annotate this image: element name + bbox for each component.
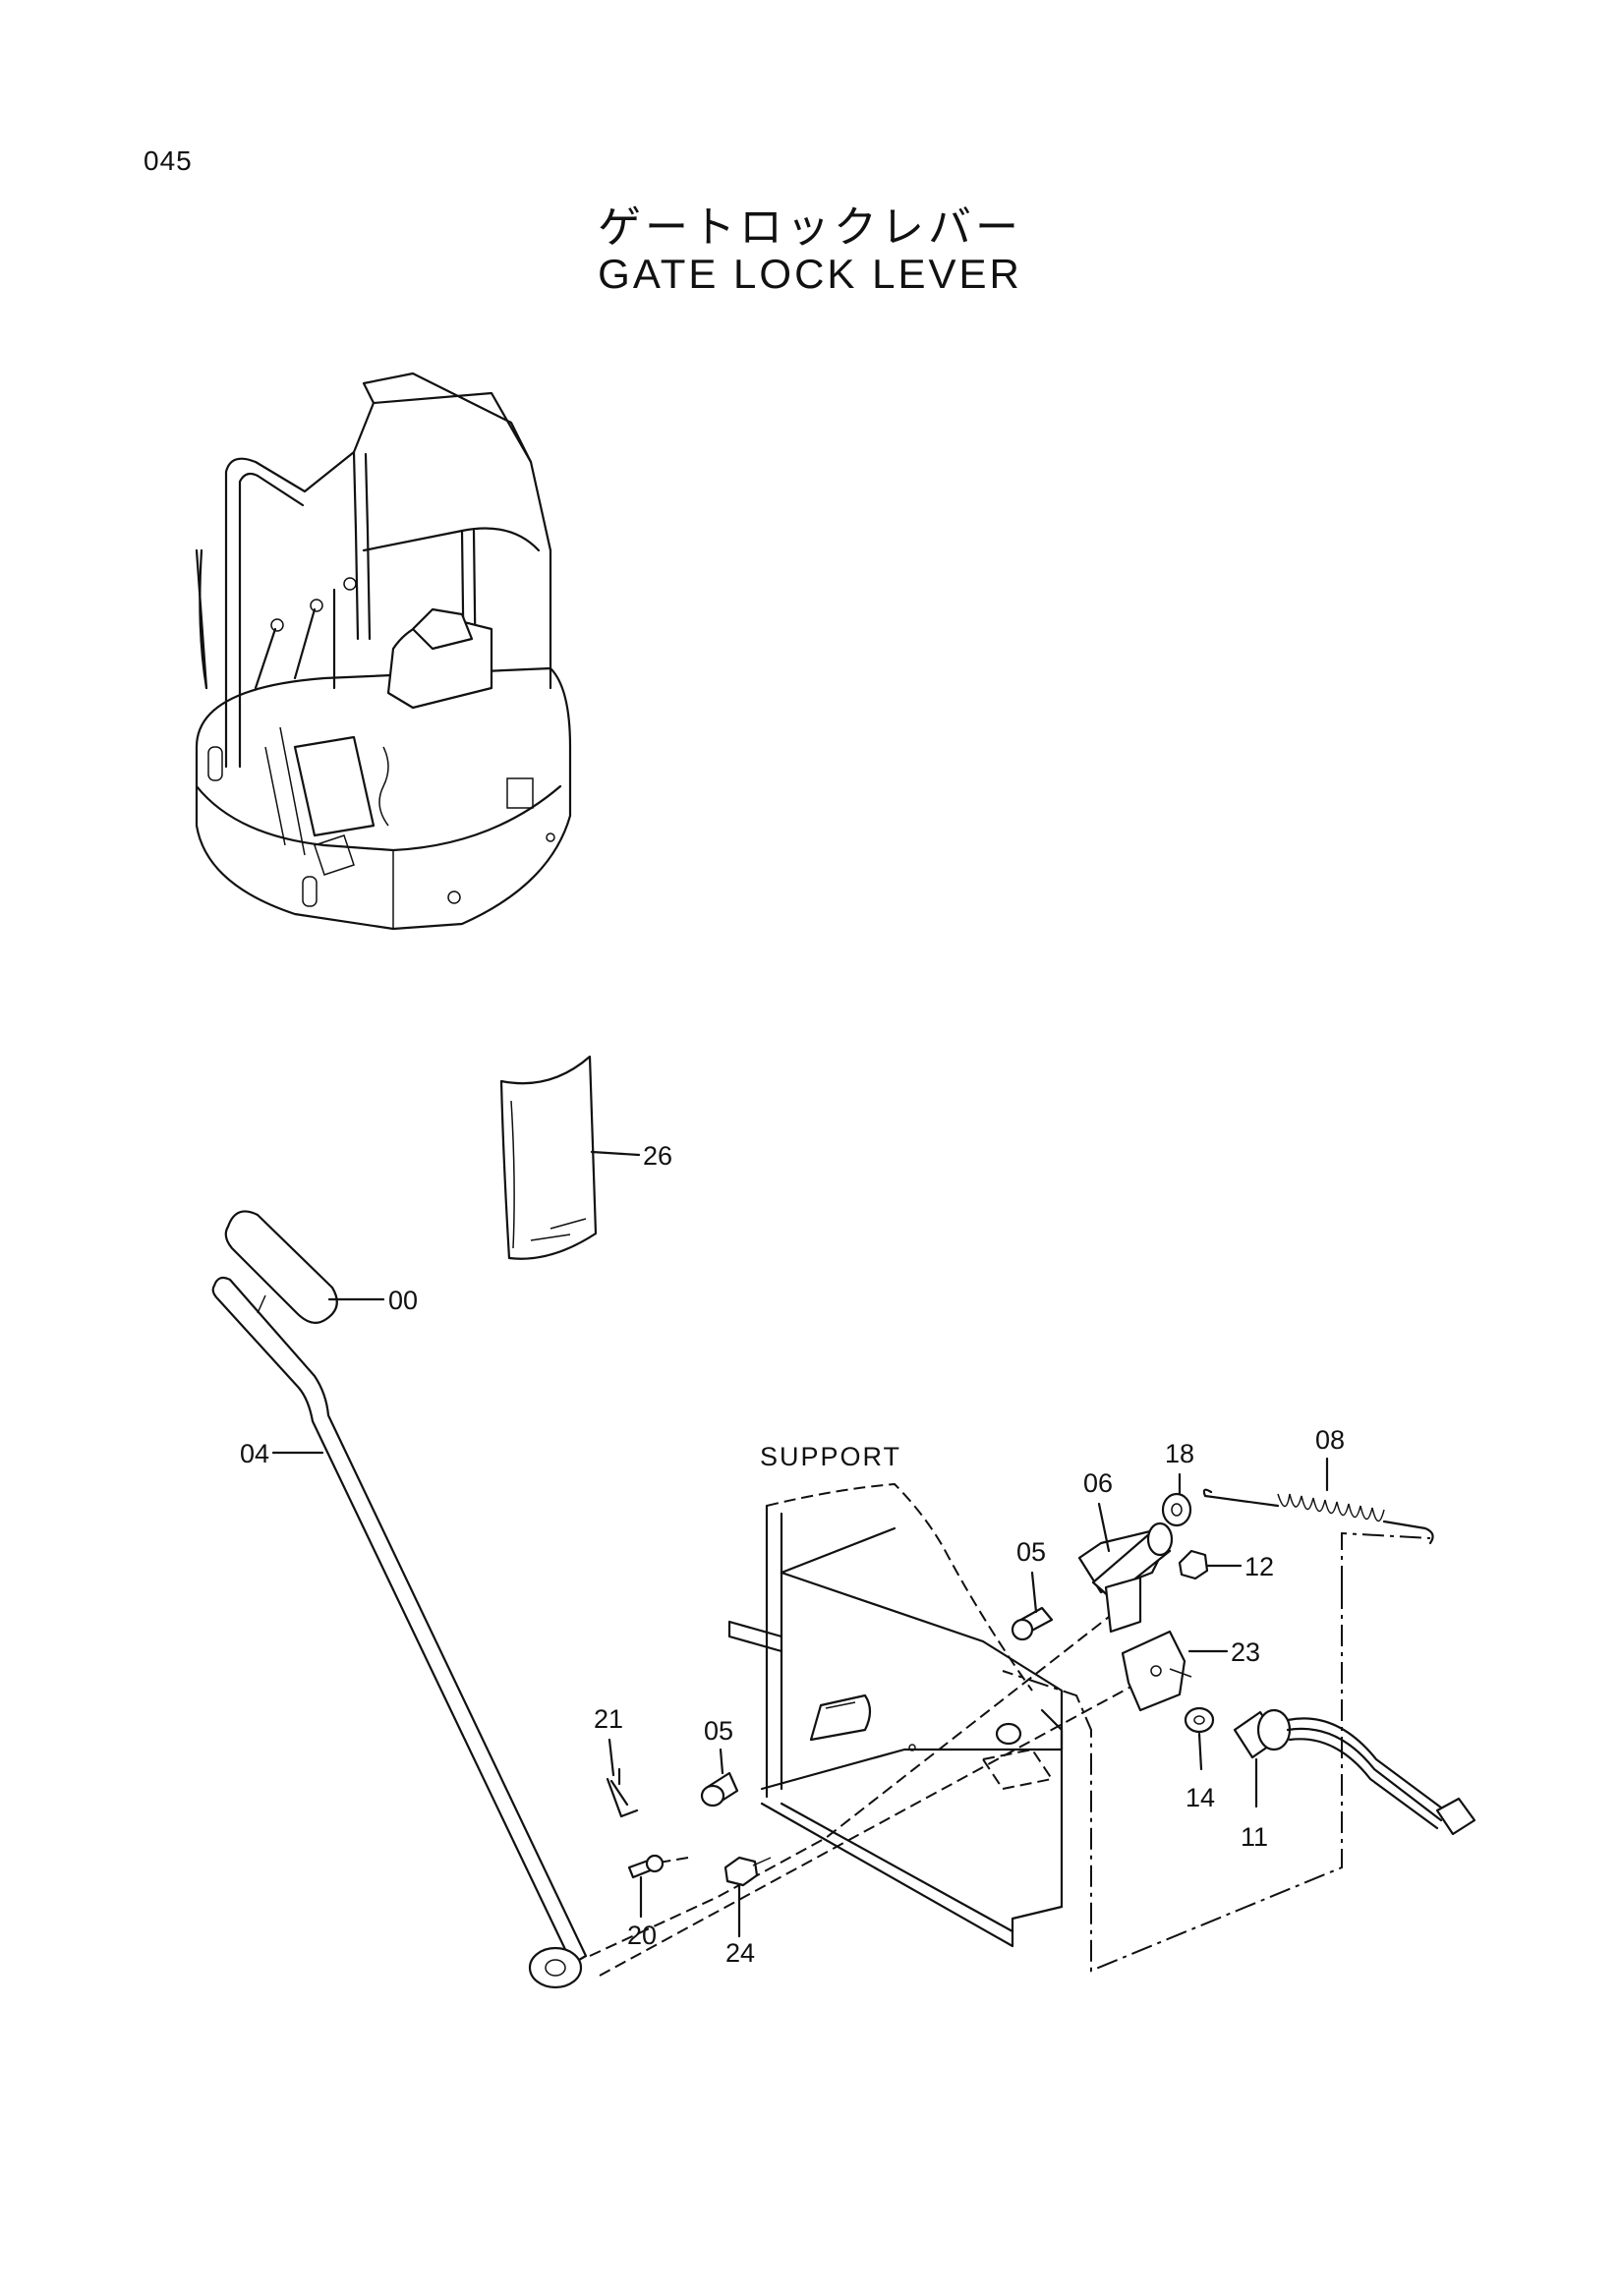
support-label: SUPPORT [760,1442,901,1471]
callout-23: 23 [1231,1637,1260,1667]
callout-21: 21 [594,1704,623,1734]
page-number: 045 [144,145,193,176]
part-26-decal [499,1055,641,1260]
part-18-washer [1161,1472,1192,1527]
callout-00: 00 [388,1286,418,1315]
callout-18: 18 [1165,1439,1194,1468]
callout-14: 14 [1186,1783,1215,1812]
part-11-switch [1233,1708,1476,1836]
callout-11: 11 [1241,1822,1268,1852]
part-05-bushing-upper [1011,1571,1054,1641]
callout-26: 26 [643,1141,672,1171]
callout-05-upper: 05 [1016,1537,1046,1567]
part-23-bracket [1121,1630,1229,1712]
title-english: GATE LOCK LEVER [598,251,1022,297]
machine-overview-illustration [195,372,572,931]
callout-08: 08 [1315,1425,1345,1455]
part-04-lever [211,1276,588,1989]
callout-06: 06 [1083,1468,1113,1498]
support-bracket [727,1482,1064,1948]
part-05-bushing-lower [700,1748,739,1808]
part-14-washer [1184,1706,1215,1771]
callout-12: 12 [1244,1552,1274,1581]
title-japanese: ゲートロックレバー [598,202,1022,253]
part-08-spring [1202,1457,1434,1545]
callout-05-lower: 05 [704,1716,733,1746]
frame-outline [1002,1531,1431,1973]
callout-24: 24 [725,1938,755,1968]
callout-04: 04 [240,1439,269,1468]
callout-20: 20 [627,1921,657,1950]
part-12-nut [1178,1549,1243,1580]
part-20-pin [627,1854,665,1919]
part-00-grip [224,1210,385,1324]
part-24-bolt [723,1856,772,1938]
part-21-clip [606,1738,639,1818]
assembly-axis-lines [589,1591,1161,1977]
part-06-pin-plate [1077,1502,1174,1634]
